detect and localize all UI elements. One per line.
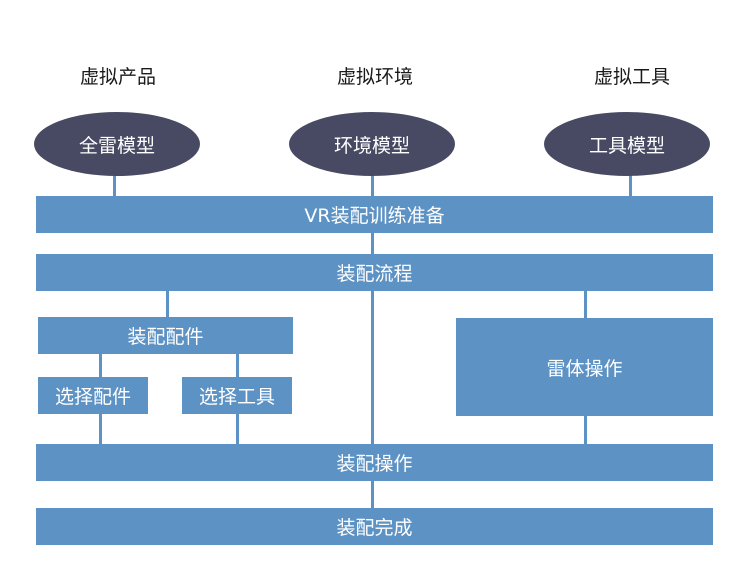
- step-label: 装配配件: [127, 326, 204, 348]
- step-mine-body: 雷体操作: [456, 318, 713, 416]
- model-label: 工具模型: [588, 134, 665, 157]
- connector-line: [99, 353, 102, 379]
- step-label: 装配操作: [336, 453, 413, 475]
- connector-line: [99, 412, 102, 446]
- connector-line: [166, 290, 169, 318]
- model-label: 全雷模型: [78, 134, 155, 157]
- step-label: 选择配件: [54, 386, 131, 408]
- step-label: 雷体操作: [546, 357, 623, 380]
- connector-line: [236, 353, 239, 379]
- connector-line: [371, 480, 374, 510]
- connector-line: [113, 170, 116, 198]
- step-label: 选择工具: [198, 386, 275, 408]
- connector-line: [371, 232, 374, 256]
- connector-line: [584, 414, 587, 446]
- step-select-tools: 选择工具: [182, 377, 292, 414]
- step-vr-prep: VR装配训练准备: [36, 196, 713, 233]
- model-ellipse-product: 全雷模型: [34, 112, 200, 176]
- category-virtual-product: 虚拟产品: [79, 66, 156, 88]
- step-label: 装配流程: [336, 263, 413, 285]
- connector-line: [584, 290, 587, 320]
- model-ellipse-environment: 环境模型: [289, 112, 455, 176]
- connector-line: [371, 290, 374, 446]
- step-select-parts: 选择配件: [38, 377, 148, 414]
- category-virtual-tool: 虚拟工具: [593, 66, 670, 88]
- step-label: 装配完成: [336, 517, 413, 539]
- step-assembly-operation: 装配操作: [36, 444, 713, 481]
- step-assembly-complete: 装配完成: [36, 508, 713, 545]
- step-process: 装配流程: [36, 254, 713, 291]
- connector-line: [629, 170, 632, 198]
- connector-line: [236, 412, 239, 446]
- step-label: VR装配训练准备: [304, 205, 445, 227]
- model-ellipse-tool: 工具模型: [544, 112, 710, 176]
- connector-line: [371, 170, 374, 198]
- category-virtual-environment: 虚拟环境: [336, 66, 413, 88]
- step-assembly-parts: 装配配件: [38, 317, 293, 354]
- model-label: 环境模型: [333, 134, 410, 157]
